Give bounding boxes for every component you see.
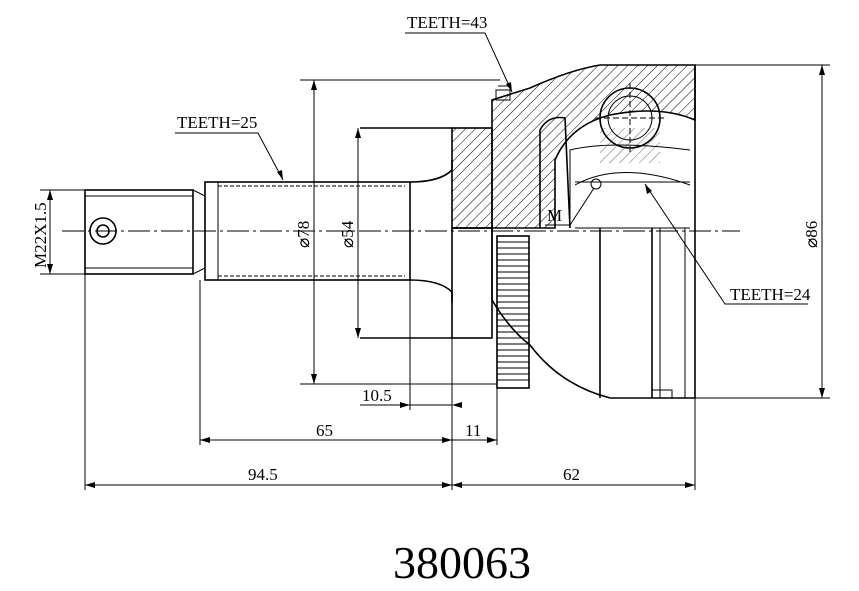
threaded-end — [84, 189, 206, 275]
dimension-lines — [40, 64, 830, 490]
len-11-label: 11 — [465, 421, 481, 440]
bell-housing — [491, 64, 696, 399]
dia-54-label: ⌀54 — [338, 220, 357, 248]
mark-m-label: M — [547, 206, 562, 225]
abs-ring — [496, 235, 530, 389]
dia-86-label: ⌀86 — [802, 221, 821, 248]
leader-lines — [175, 32, 808, 305]
housing-stem — [360, 127, 493, 339]
thread-label: M22X1.5 — [31, 202, 50, 268]
dia-78-label: ⌀78 — [294, 221, 313, 248]
teeth-24-label: TEETH=24 — [730, 285, 811, 304]
teeth-25-label: TEETH=25 — [177, 113, 257, 132]
teeth-43-label: TEETH=43 — [407, 13, 487, 32]
len-94-5-label: 94.5 — [248, 465, 278, 484]
len-10-5-label: 10.5 — [362, 386, 392, 405]
part-number: 380063 — [393, 537, 531, 588]
len-62-label: 62 — [563, 465, 580, 484]
len-65-label: 65 — [316, 421, 333, 440]
